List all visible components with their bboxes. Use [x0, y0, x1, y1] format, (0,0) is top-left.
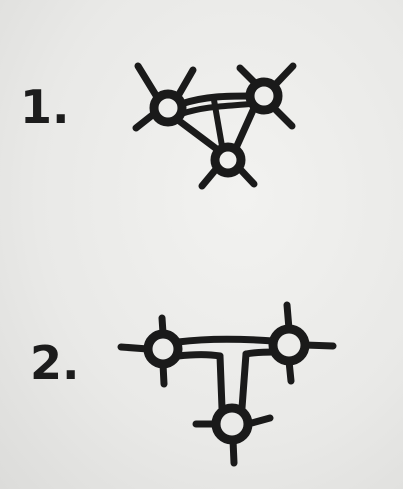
item-number-1: 1. [20, 80, 70, 134]
three-node-connector-icon [132, 62, 297, 190]
three-node-connector-icon [117, 301, 337, 467]
node-circle [211, 403, 253, 445]
node-circle [149, 89, 187, 127]
item-number-2: 2. [30, 336, 80, 390]
node-circle [268, 324, 310, 366]
node-circle [210, 142, 246, 178]
node-circle [143, 329, 183, 369]
